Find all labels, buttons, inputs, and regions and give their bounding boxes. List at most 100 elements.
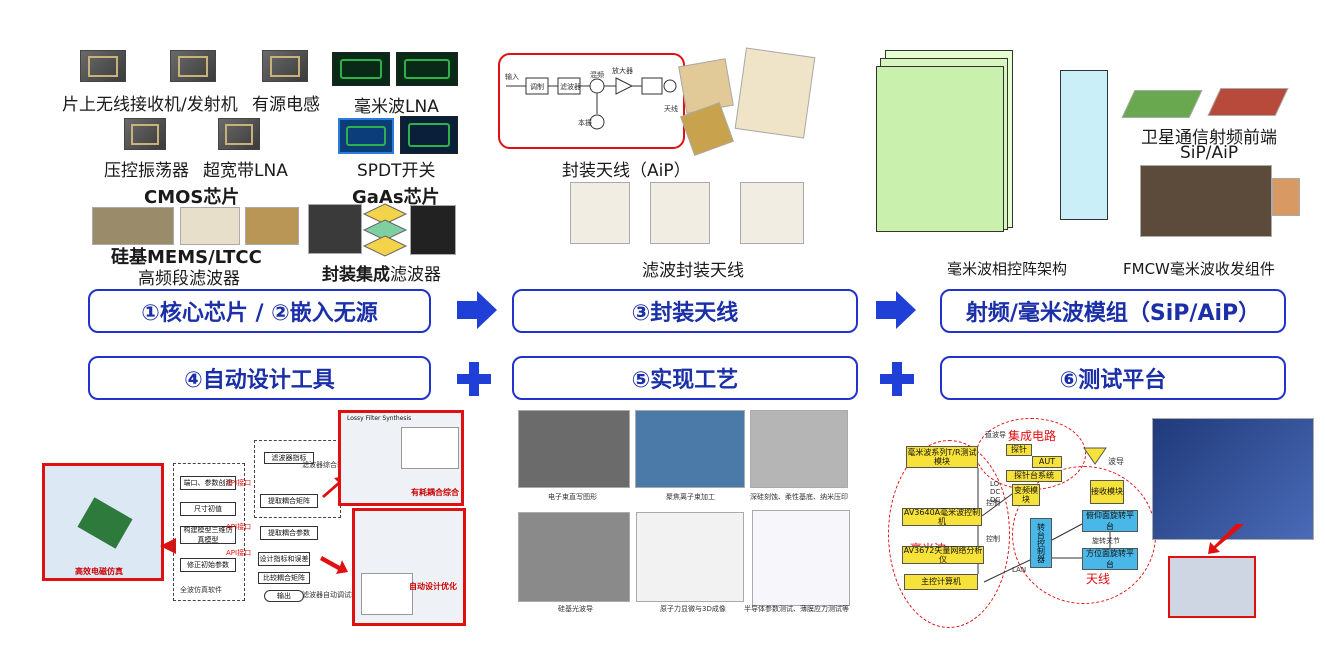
horn-antenna-icon — [1083, 447, 1107, 465]
auto-opt-label: 自动设计优化 — [409, 582, 457, 591]
phased-array-diagram-front — [876, 66, 1004, 232]
gaas-photo-lna-2 — [396, 52, 458, 86]
sat-module-photo-2 — [1207, 88, 1289, 116]
dc-label-1: DC — [990, 488, 1001, 496]
filter-antenna-photo-3 — [740, 182, 804, 244]
chip-photo-transceiver-1 — [80, 50, 126, 82]
ctrl-label-2: 控制 — [986, 535, 1000, 543]
rotary-ctrl-box: 转台控制器 — [1030, 518, 1052, 568]
lo-label: LO — [990, 480, 1000, 488]
azimuth-platform-box: 方位面旋转平台 — [1082, 548, 1138, 570]
tr-module-box: 毫米波系列T/R测试模块 — [906, 446, 978, 468]
chip-photo-inductor — [262, 50, 308, 82]
api-label-2: API接口 — [226, 523, 252, 531]
aut-box: AUT — [1032, 456, 1062, 468]
pkg-filter-label: 封装集成滤波器 — [322, 260, 441, 285]
flow-step-2: 尺寸初值 — [180, 502, 236, 516]
process-photo-drie — [750, 410, 848, 488]
flow-design-error: 设计指标和误差 — [258, 552, 310, 566]
label-integrated-circuit: 集成电路 — [1008, 429, 1057, 443]
dc-label-2: DC — [990, 496, 1001, 504]
mems-photo-1 — [92, 207, 174, 245]
aip-block-diagram-graphic — [506, 77, 677, 130]
gaas-photo-spdt-1 — [338, 118, 394, 154]
arrow-red-icon-1 — [160, 538, 176, 554]
aip-in-label: 输入 — [505, 73, 519, 81]
pkg-filter-photo-1 — [308, 204, 362, 254]
process-photo-semi-test — [752, 510, 850, 606]
flow-step-4: 修正初始参数 — [180, 558, 236, 572]
aip-photo-1 — [678, 58, 734, 114]
ctrl-label-1: 控制 — [986, 499, 1000, 507]
gaas-photo-lna-1 — [332, 52, 390, 86]
test-connection-lines — [977, 468, 1111, 583]
aip-pa-label: 放大器 — [612, 67, 633, 75]
chip-photo-vco — [124, 118, 166, 150]
chamber-photo — [1152, 418, 1314, 540]
lossy-title: Lossy Filter Synthesis — [347, 415, 412, 422]
box-process: ⑤实现工艺 — [512, 356, 858, 400]
box-test-platform: ⑥测试平台 — [940, 356, 1286, 400]
flow-compare: 比较耦合矩阵 — [258, 572, 310, 584]
label-active-inductor: 有源电感 — [252, 95, 320, 115]
flow-step-3: 构建模型三维仿真模型 — [180, 526, 236, 544]
vna-box: AV3672矢量网络分析仪 — [902, 545, 984, 564]
mems-photo-2 — [180, 207, 240, 245]
label-uwb-lna: 超宽带LNA — [203, 161, 288, 181]
process-caption-4: 硅基光波导 — [558, 605, 593, 613]
process-photo-afm — [636, 512, 744, 602]
filter-synth-label: 滤波器综合软件 — [302, 461, 351, 469]
aip-mixer-label: 混频 — [590, 71, 604, 79]
chip-photo-transceiver-2 — [170, 50, 216, 82]
gaas-photo-spdt-2 — [400, 116, 458, 154]
pkg-filter-stack-graphic — [362, 203, 408, 257]
probe-station-box: 探针台系统 — [1006, 470, 1062, 482]
waveguide-label: 波导 — [1108, 457, 1124, 466]
label-vco: 压控振荡器 — [104, 161, 189, 181]
pkg-filter-bold: 封装集成 — [322, 265, 390, 285]
arrow-red-icon-4 — [1208, 524, 1244, 554]
box-rf-module: 射频/毫米波模组（SiP/AiP） — [940, 289, 1286, 333]
label-antenna: 天线 — [1086, 572, 1111, 586]
recv-module-box: 接收模块 — [1090, 480, 1124, 504]
process-caption-3: 深硅刻蚀、柔性基底、纳米压印 — [750, 493, 848, 501]
fmcw-module-photo — [1140, 165, 1272, 237]
aip-antenna-label: 天线 — [664, 105, 678, 113]
aip-label: 封装天线（AiP） — [562, 161, 691, 181]
em-sim-label: 高效电磁仿真 — [75, 567, 123, 576]
mems-photo-3 — [245, 207, 299, 245]
process-caption-1: 电子束直写图形 — [548, 493, 597, 501]
pitch-platform-box: 俯仰面旋转平台 — [1082, 510, 1138, 532]
em-sim-screenshot: 高效电磁仿真 — [42, 463, 164, 581]
arrow-red-icon-3 — [320, 556, 348, 574]
aip-photo-2 — [734, 47, 816, 139]
cmos-title: CMOS芯片 — [144, 187, 240, 208]
box-packaged-antenna: ③封装天线 — [512, 289, 858, 333]
ctrl-machine-box: AV3640A毫米波控制机 — [902, 507, 982, 526]
lossy-plot — [401, 427, 459, 469]
process-caption-5: 原子力显微与3D成像 — [660, 605, 726, 613]
phased-array-combiner — [1060, 70, 1108, 220]
process-photo-fib — [635, 410, 745, 488]
aip-filter-label: 滤波器 — [560, 83, 581, 91]
process-photo-waveguide — [518, 512, 630, 602]
auto-opt-screenshot: 自动设计优化 — [352, 508, 466, 626]
fmcw-module-detail — [1272, 178, 1300, 216]
label-mmwave-lna: 毫米波LNA — [354, 97, 439, 117]
filter-antenna-photo-1 — [570, 182, 630, 244]
updown-box: 变频模块 — [1012, 484, 1040, 506]
label-spdt: SPDT开关 — [357, 161, 436, 181]
phased-array-label: 毫米波相控阵架构 — [947, 260, 1068, 278]
coupling-label: 有耗耦合综合 — [411, 488, 459, 497]
flow-extract-param: 提取耦合参数 — [260, 526, 318, 540]
flow-output: 输出 — [264, 590, 304, 602]
flow-filter-spec: 滤波器指标 — [264, 452, 314, 464]
pkg-filter-rest: 滤波器 — [390, 265, 441, 285]
flow-step-1: 端口、参数创建 — [180, 476, 236, 490]
filter-antenna-photo-2 — [650, 182, 710, 244]
host-pc-box: 主控计算机 — [904, 574, 978, 590]
chamber-zoom-photo — [1168, 556, 1256, 618]
api-label-1: API接口 — [226, 479, 252, 487]
lan-label: LAN — [1012, 566, 1027, 574]
probe-box: 探针 — [1006, 444, 1032, 456]
